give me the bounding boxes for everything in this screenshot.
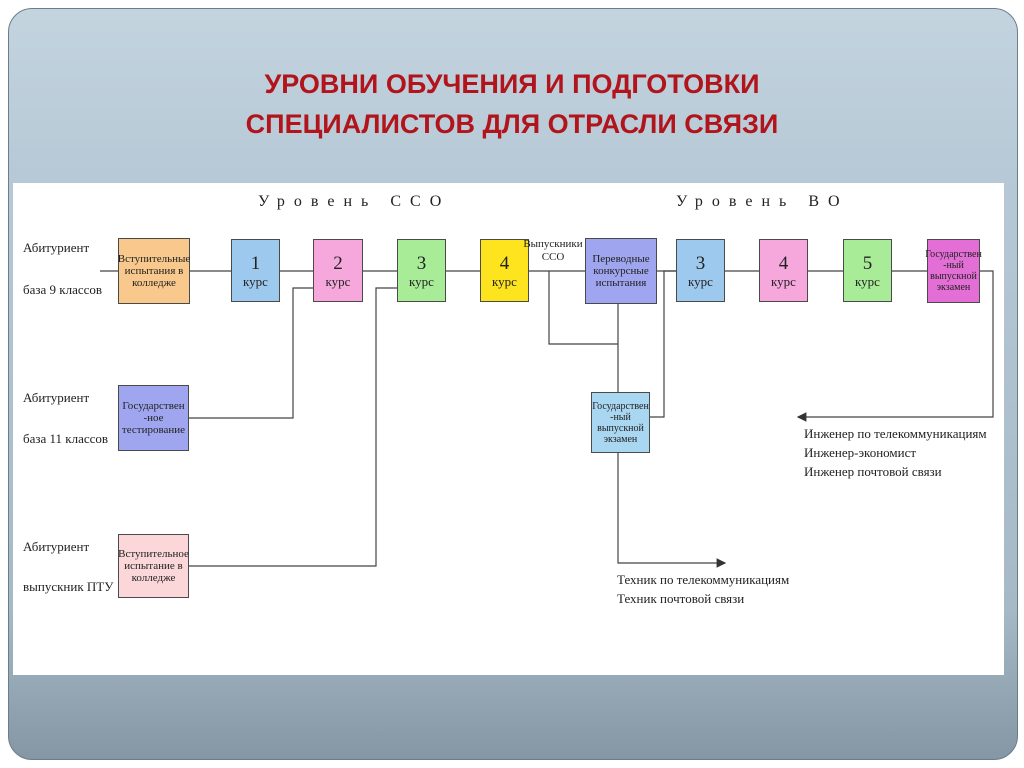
sso-course-3-label: курс: [409, 273, 434, 289]
slide-title: УРОВНИ ОБУЧЕНИЯ И ПОДГОТОВКИ СПЕЦИАЛИСТО…: [0, 64, 1024, 144]
vo-course-5-number: 5: [862, 252, 873, 274]
sso-outcomes-list: Техник по телекоммуникациям Техник почто…: [617, 570, 789, 608]
sso-course-1-number: 1: [250, 252, 261, 274]
vo-course-3-number: 3: [695, 252, 706, 274]
entrant-1-label: Абитуриент: [23, 240, 90, 255]
vo-course-3-label: курс: [688, 273, 713, 289]
graduates-sso-label: Выпускники ССО: [523, 238, 583, 263]
vo-course-5-box: 5 курс: [843, 239, 892, 302]
connector-lines: [100, 270, 994, 568]
sso-course-4-label: курс: [492, 273, 517, 289]
sso-course-2-box: 2 курс: [313, 239, 363, 302]
entrance-exam-box: Вступительные испытания в колледже: [118, 238, 190, 304]
sso-course-3-box: 3 курс: [397, 239, 446, 302]
sso-course-1-label: курс: [243, 273, 268, 289]
vo-outcome-1: Инженер по телекоммуникациям: [804, 426, 987, 441]
sso-outcome-1: Техник по телекоммуникациям: [617, 572, 790, 587]
entrant-1-base: база 9 классов: [23, 282, 103, 297]
state-exam-sso-box: Государствен -ный выпускной экзамен: [591, 392, 650, 453]
title-line-2: СПЕЦИАЛИСТОВ ДЛЯ ОТРАСЛИ СВЯЗИ: [245, 109, 779, 139]
vo-course-4-label: курс: [771, 273, 796, 289]
entrant-3-label: Абитуриент: [23, 539, 90, 554]
entrant-2-label: Абитуриент: [23, 390, 90, 405]
state-testing-box: Государствен -ное тестирование: [118, 385, 189, 451]
vo-course-4-box: 4 курс: [759, 239, 808, 302]
sso-course-1-box: 1 курс: [231, 239, 280, 302]
sso-course-2-label: курс: [325, 273, 351, 289]
sso-outcome-2: Техник почтовой связи: [617, 591, 745, 606]
sso-course-3-number: 3: [416, 252, 427, 274]
title-line-1: УРОВНИ ОБУЧЕНИЯ И ПОДГОТОВКИ: [264, 69, 760, 99]
vo-outcomes-list: Инженер по телекоммуникациям Инженер-эко…: [804, 424, 987, 481]
vo-course-4-number: 4: [778, 252, 789, 274]
sso-course-2-number: 2: [333, 252, 343, 274]
vo-course-3-box: 3 курс: [676, 239, 725, 302]
entrant-3-base: выпускник ПТУ: [23, 579, 114, 594]
entrance-exam-ptu-box: Вступительное испытание в колледже: [118, 534, 189, 598]
level-vo-label: Уровень ВО: [676, 193, 849, 210]
entrant-2-base: база 11 классов: [23, 431, 109, 446]
sso-course-4-box: 4 курс: [480, 239, 529, 302]
vo-course-5-label: курс: [855, 273, 880, 289]
state-exam-vo-box: Государствен -ный выпускной экзамен: [925, 239, 982, 303]
sso-course-4-number: 4: [499, 252, 510, 274]
vo-outcome-2: Инженер-экономист: [804, 445, 917, 460]
transfer-exams-box: Переводные конкурсные испытания: [585, 238, 657, 304]
diagram-panel: Уровень ССО Уровень ВО Абитуриент база 9…: [13, 183, 1004, 675]
vo-outcome-3: Инженер почтовой связи: [804, 464, 942, 479]
level-sso-label: Уровень ССО: [258, 193, 451, 210]
